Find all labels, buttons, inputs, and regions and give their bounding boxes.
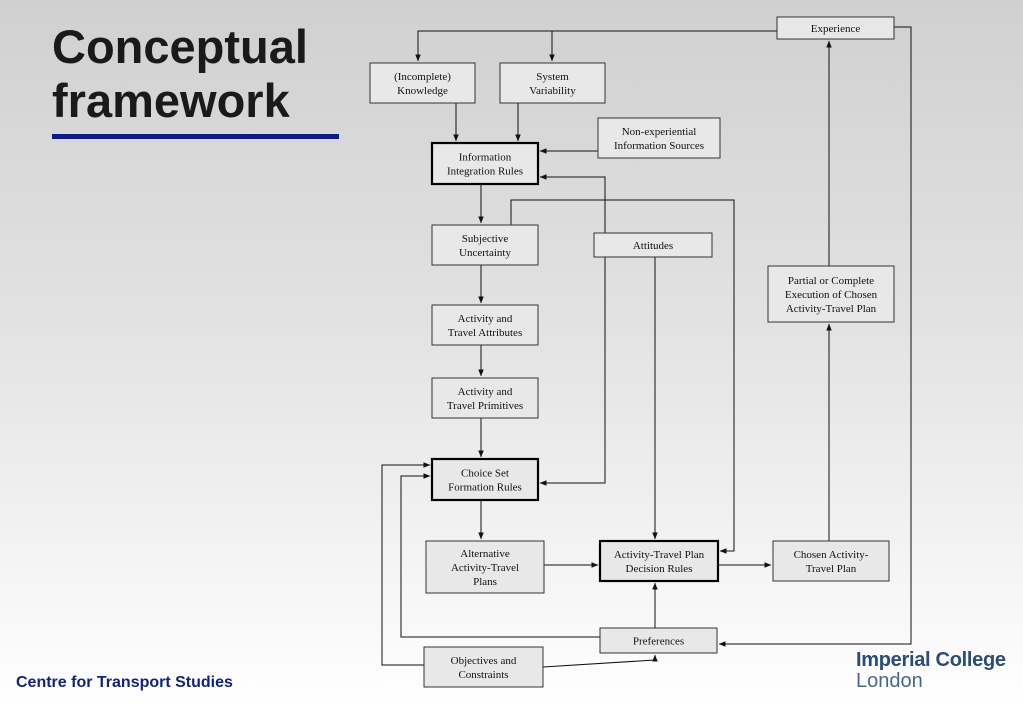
node-knowledge-label: Knowledge <box>397 85 448 97</box>
node-integration-label: Information <box>459 152 512 164</box>
node-integration-label: Integration Rules <box>447 166 523 178</box>
node-choiceset-box <box>430 457 540 502</box>
node-primitives-box <box>431 377 539 419</box>
node-variability-label: System <box>536 71 569 83</box>
node-variability-box <box>499 62 606 104</box>
node-chosen-box <box>772 540 890 582</box>
node-attitudes: Attitudes <box>593 232 713 258</box>
node-chosen-label: Chosen Activity- <box>794 549 869 561</box>
node-nonexp-label: Non-experiential <box>622 126 697 138</box>
node-knowledge-label: (Incomplete) <box>394 71 451 83</box>
node-alternative-label: Plans <box>473 576 497 588</box>
arrow-exp-to-know <box>415 30 777 62</box>
node-alternative-label: Alternative <box>460 548 510 560</box>
node-experience: Experience <box>776 16 895 40</box>
node-partial-label: Partial or Complete <box>788 275 874 287</box>
node-decision-box <box>598 539 720 583</box>
title-line-2: framework <box>52 74 290 127</box>
node-choiceset-label: Choice Set <box>461 468 509 480</box>
node-decision-label: Activity-Travel Plan <box>614 549 705 561</box>
imperial-college-logo: Imperial College London <box>856 650 1006 692</box>
title-underline <box>52 134 339 139</box>
arrow-att-to-cs <box>539 257 606 486</box>
node-attitudes-box <box>593 232 713 258</box>
node-partial-box <box>767 265 895 323</box>
node-primitives-label: Activity and <box>458 386 513 398</box>
node-uncertainty-box <box>431 224 539 266</box>
title-line-1: Conceptual <box>52 20 308 73</box>
node-objectives-label: Constraints <box>458 669 508 681</box>
node-attributes-box <box>431 304 539 346</box>
node-knowledge: (Incomplete) Knowledge <box>369 62 476 104</box>
footer-centre-name: Centre for Transport Studies <box>16 674 233 691</box>
arrow-obj-to-cs <box>381 462 431 666</box>
node-partial-label: Activity-Travel Plan <box>786 303 877 315</box>
node-nonexp-label: Information Sources <box>614 140 704 152</box>
node-attributes-label: Activity and <box>458 313 513 325</box>
node-knowledge-box <box>369 62 476 104</box>
node-objectives-box <box>423 646 544 688</box>
arrow-exp-to-pref <box>718 26 912 647</box>
arrow-unc-to-dec <box>510 199 735 554</box>
node-preferences-label: Preferences <box>633 636 684 648</box>
node-preferences-box <box>599 627 718 654</box>
node-attributes-label: Travel Attributes <box>448 327 522 339</box>
node-partial-label: Execution of Chosen <box>785 289 878 301</box>
logo-line-2: London <box>856 670 923 692</box>
node-objectives-label: Objectives and <box>451 655 517 667</box>
node-preferences: Preferences <box>599 627 718 654</box>
node-decision-label: Decision Rules <box>626 563 693 575</box>
node-experience-box <box>776 16 895 40</box>
arrow-pref-to-cs <box>400 473 600 638</box>
node-variability-label: Variability <box>529 85 576 97</box>
node-alternative-box <box>425 540 545 594</box>
node-uncertainty-label: Subjective <box>462 233 509 245</box>
node-experience-label: Experience <box>811 23 861 35</box>
node-alternative-label: Activity-Travel <box>451 562 519 574</box>
node-attitudes-label: Attitudes <box>633 240 673 252</box>
arrow-att-to-int <box>539 174 606 233</box>
arrow-obj-to-pref <box>542 654 658 668</box>
node-primitives-label: Travel Primitives <box>447 400 523 412</box>
node-choiceset-label: Formation Rules <box>448 482 522 494</box>
node-chosen-label: Travel Plan <box>806 563 857 575</box>
node-chosen: Chosen Activity- Travel Plan <box>772 540 890 582</box>
logo-line-1: Imperial College <box>856 649 1006 671</box>
node-uncertainty-label: Uncertainty <box>459 247 511 259</box>
node-nonexp-box <box>597 117 721 159</box>
slide-title: Conceptual framework <box>52 20 308 128</box>
node-integration-box <box>430 141 540 186</box>
